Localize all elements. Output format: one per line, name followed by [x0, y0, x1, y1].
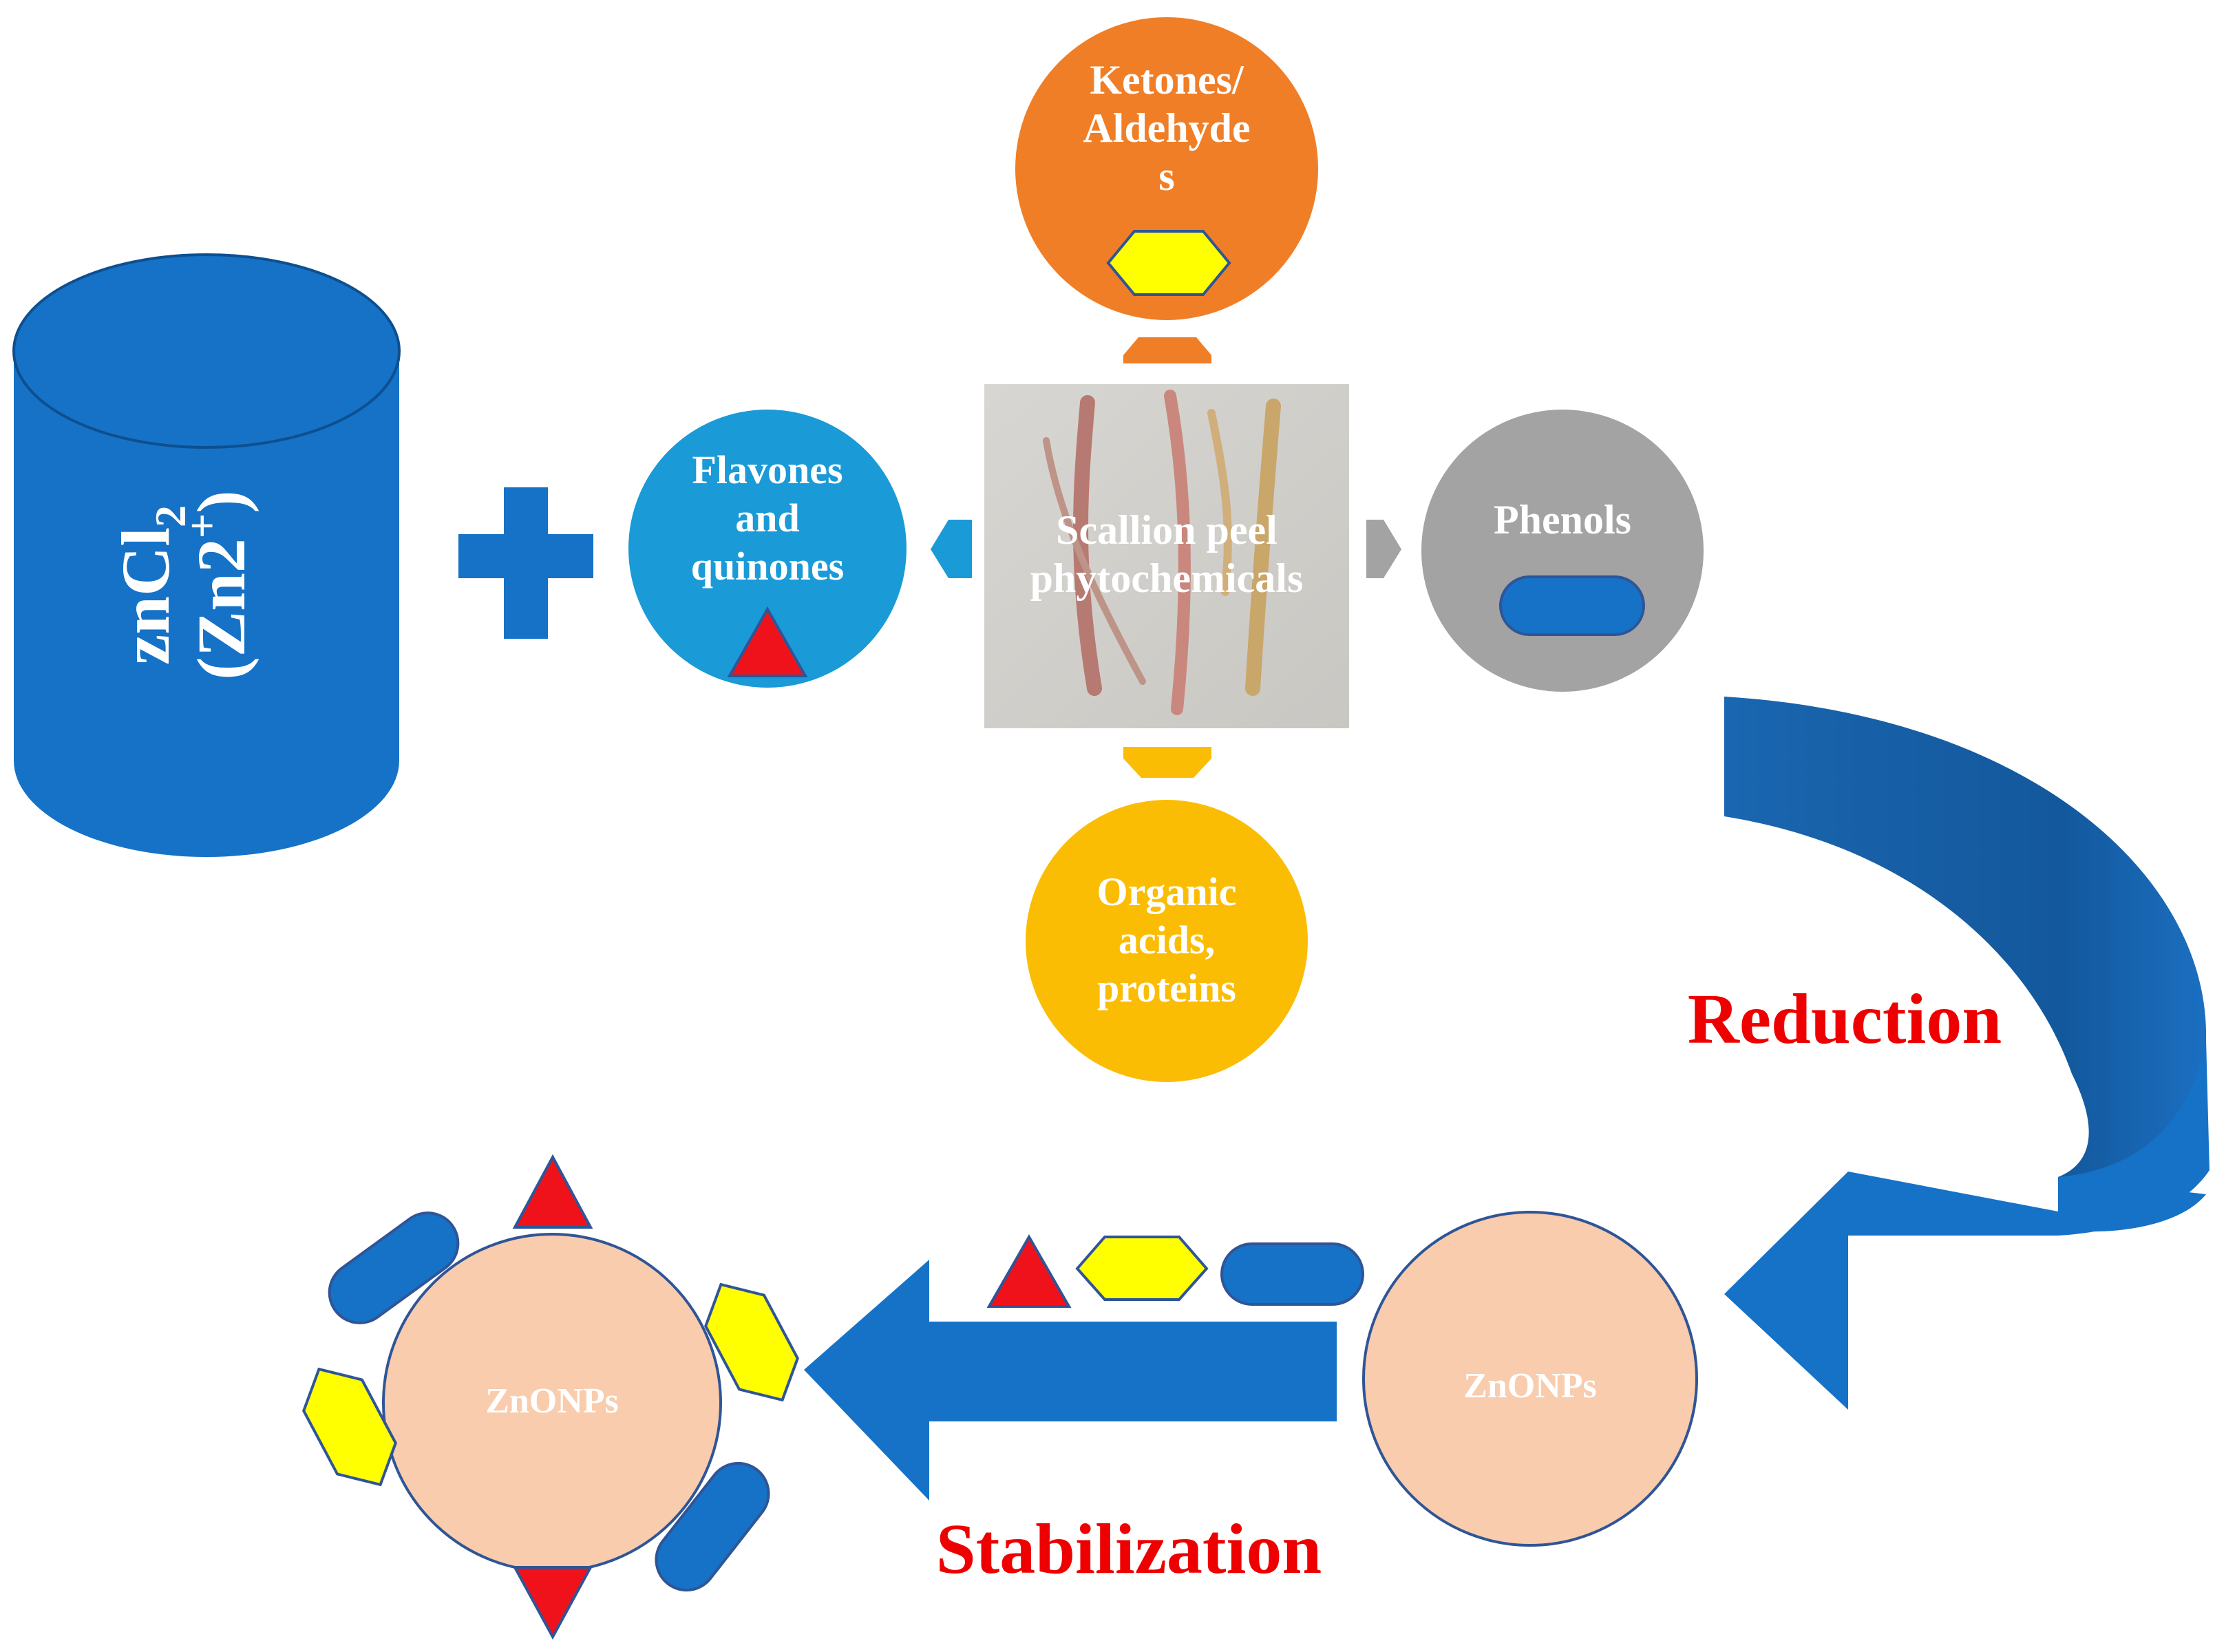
phenols-node: Phenols	[1421, 410, 1704, 692]
reduction-arrow-tail	[2058, 1039, 2209, 1236]
zno-left-label: ZnONPs	[485, 1381, 619, 1421]
stabilization-label: Stabilization	[936, 1510, 1322, 1589]
zno-right-label: ZnONPs	[1463, 1366, 1597, 1406]
hexagon-icon	[302, 1367, 397, 1487]
arrow-up-icon	[1123, 337, 1211, 363]
reduction-arrow	[1724, 697, 2207, 1218]
reduction-label: Reduction	[1688, 979, 2002, 1059]
zncl2-cylinder: znCl2(Zn2+)	[12, 253, 401, 857]
zno-nanoparticle-capped: ZnONPs	[302, 1154, 799, 1640]
triangle-icon	[727, 606, 808, 677]
hexagon-icon	[704, 1282, 799, 1402]
arrow-right-icon	[1366, 520, 1401, 578]
triangle-icon	[512, 1154, 593, 1229]
stabilization-arrow	[804, 1260, 1337, 1501]
zncl2-label: znCl2(Zn2+)	[107, 490, 259, 679]
arrow-down-icon	[1123, 747, 1211, 778]
reduction-arrowhead	[1724, 1172, 2058, 1410]
arrow-left-icon	[931, 520, 972, 578]
pill-icon	[328, 1211, 460, 1324]
plus-icon	[458, 487, 593, 639]
pill-icon	[1220, 1242, 1364, 1306]
triangle-icon	[512, 1566, 593, 1640]
hexagon-icon	[1075, 1236, 1209, 1301]
triangle-icon	[986, 1233, 1072, 1308]
hexagon-icon	[1106, 230, 1231, 296]
phenols-label: Phenols	[1494, 497, 1631, 542]
zno-nanoparticle-right: ZnONPs	[1362, 1211, 1698, 1547]
pill-icon	[1499, 575, 1645, 636]
pill-icon	[655, 1461, 770, 1592]
